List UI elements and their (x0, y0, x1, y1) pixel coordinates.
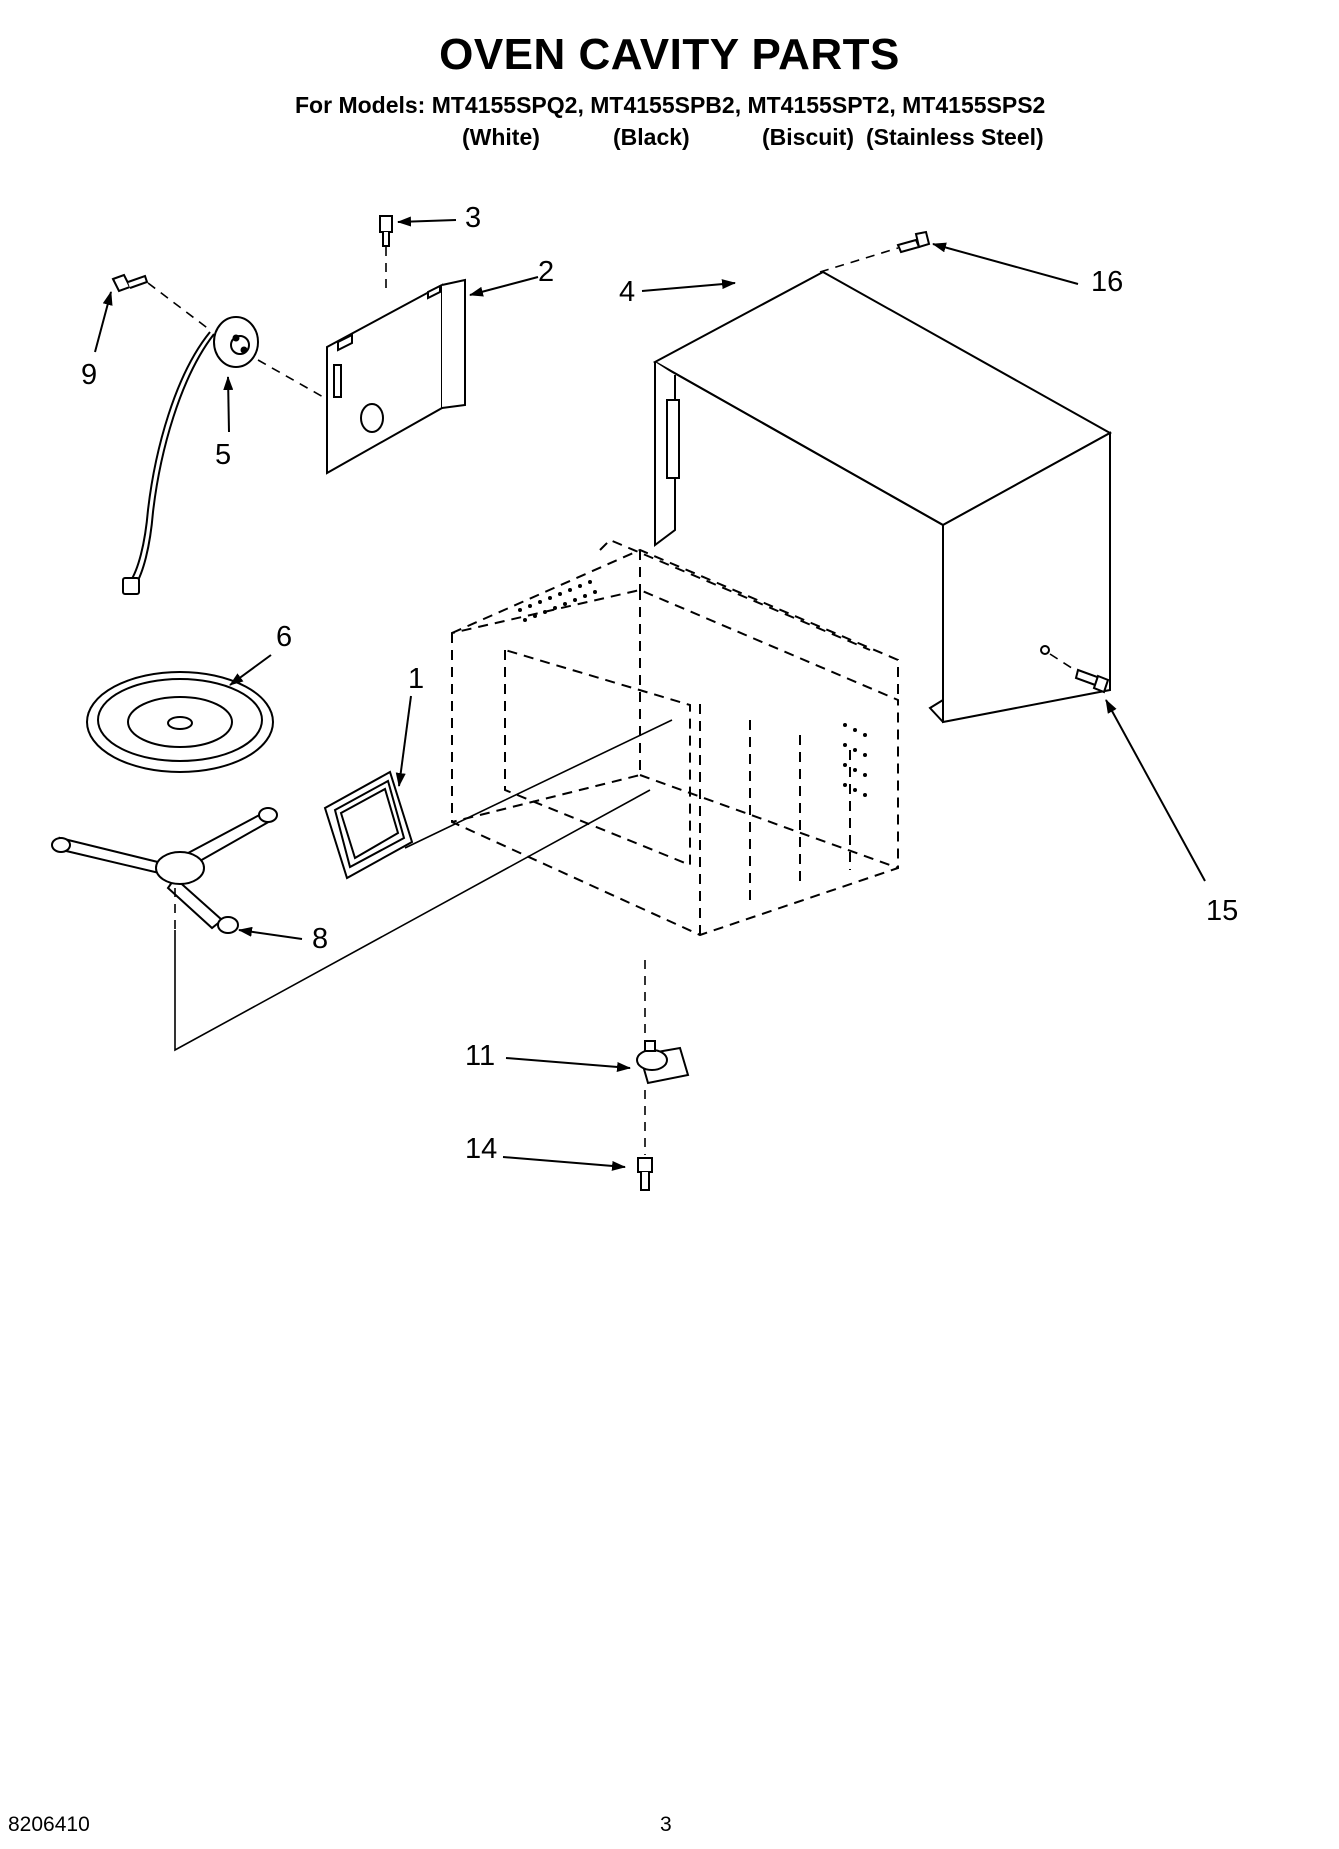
screw-3 (379, 215, 393, 247)
callout-3: 3 (465, 202, 482, 234)
thermal-cutoff (122, 316, 259, 595)
callout-11: 11 (465, 1040, 496, 1072)
callout-4: 4 (619, 276, 636, 308)
page-number: 3 (660, 1813, 672, 1836)
callout-14: 14 (465, 1133, 498, 1165)
callout-8: 8 (312, 923, 329, 955)
stirrer-motor (636, 1040, 690, 1085)
screw-14 (637, 1157, 653, 1191)
waveguide-gasket (323, 770, 414, 880)
page-title: OVEN CAVITY PARTS (439, 30, 900, 79)
waveguide-cover (326, 278, 466, 475)
screw-9 (111, 273, 149, 293)
callout-15: 15 (1206, 895, 1239, 927)
variant-black: (Black) (613, 124, 690, 150)
variant-stainless: (Stainless Steel) (866, 124, 1044, 150)
outer-wrapper (652, 270, 1113, 724)
callout-1: 1 (408, 663, 425, 695)
variant-white: (White) (462, 124, 540, 150)
glass-tray (86, 671, 274, 773)
cavity-vents (518, 580, 867, 797)
oven-cavity (451, 538, 899, 937)
models-line: For Models: MT4155SPQ2, MT4155SPB2, MT41… (295, 92, 1046, 118)
callout-2: 2 (538, 256, 555, 288)
callout-16: 16 (1091, 266, 1124, 298)
variant-biscuit: (Biscuit) (762, 124, 854, 150)
screw-16 (896, 230, 931, 254)
leader-lines (174, 719, 673, 1052)
callout-arrows (94, 216, 1206, 1171)
screw-15 (1074, 668, 1110, 694)
callout-5: 5 (215, 439, 232, 471)
callout-6: 6 (276, 621, 293, 653)
callout-9: 9 (81, 359, 98, 391)
doc-number: 8206410 (8, 1813, 90, 1836)
assembly-lines (147, 247, 1079, 1155)
roller-guide (51, 807, 278, 934)
